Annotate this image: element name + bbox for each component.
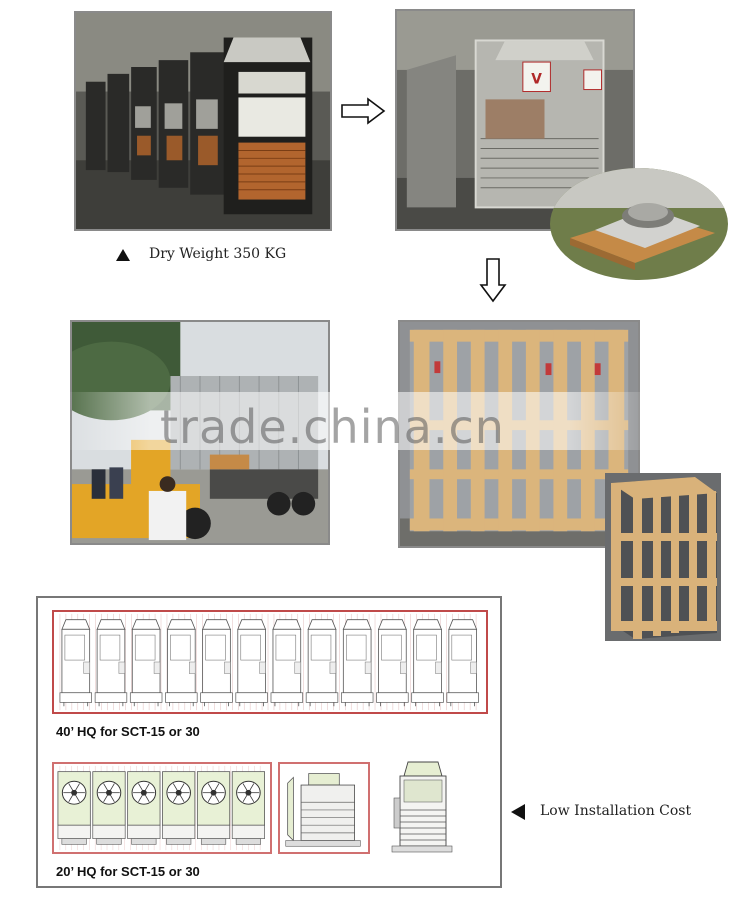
photo-fan-on-pallet (550, 168, 728, 280)
tower-unit-icon (391, 761, 453, 853)
fan-unit (57, 771, 91, 845)
tower-unit (305, 619, 339, 707)
triangle-up-icon (116, 249, 130, 261)
photo-wrapped-towers: V (395, 9, 635, 231)
photo-cooling-towers-row (74, 11, 332, 231)
fan-unit (92, 771, 126, 845)
tower-unit (129, 619, 163, 707)
arrow-down-icon (479, 258, 507, 303)
fan-unit (196, 771, 231, 845)
label-40hq: 40’ HQ for SCT-15 or 30 (56, 724, 200, 739)
dry-weight-caption: Dry Weight 350 KG (149, 246, 287, 262)
tower-unit (165, 619, 198, 707)
tower-unit (235, 619, 268, 707)
label-20hq: 20’ HQ for SCT-15 or 30 (56, 864, 200, 879)
fan-unit (162, 771, 196, 845)
container-20hq-diagram (52, 762, 272, 854)
tower-unit (446, 619, 479, 707)
triangle-left-icon (511, 804, 525, 820)
svg-text:V: V (531, 72, 542, 88)
photo-tall-crate (605, 473, 721, 641)
arrow-right-icon (341, 97, 386, 125)
container-40hq-diagram (52, 610, 488, 714)
container-loading-panel: 40’ HQ for SCT-15 or 30 20’ HQ for SCT-1… (36, 596, 502, 888)
fan-unit (231, 771, 265, 845)
fan-unit (127, 771, 161, 845)
watermark-band (60, 392, 660, 450)
tower-unit (200, 619, 233, 707)
container-side-view (278, 762, 370, 854)
tower-unit (411, 619, 444, 707)
tower-unit (376, 619, 409, 707)
low-installation-caption: Low Installation Cost (540, 803, 692, 819)
tower-unit (270, 619, 304, 707)
photo-forklift-loading (70, 320, 330, 545)
tower-unit (340, 619, 374, 707)
tower-unit (94, 619, 128, 707)
tower-unit (59, 619, 92, 707)
